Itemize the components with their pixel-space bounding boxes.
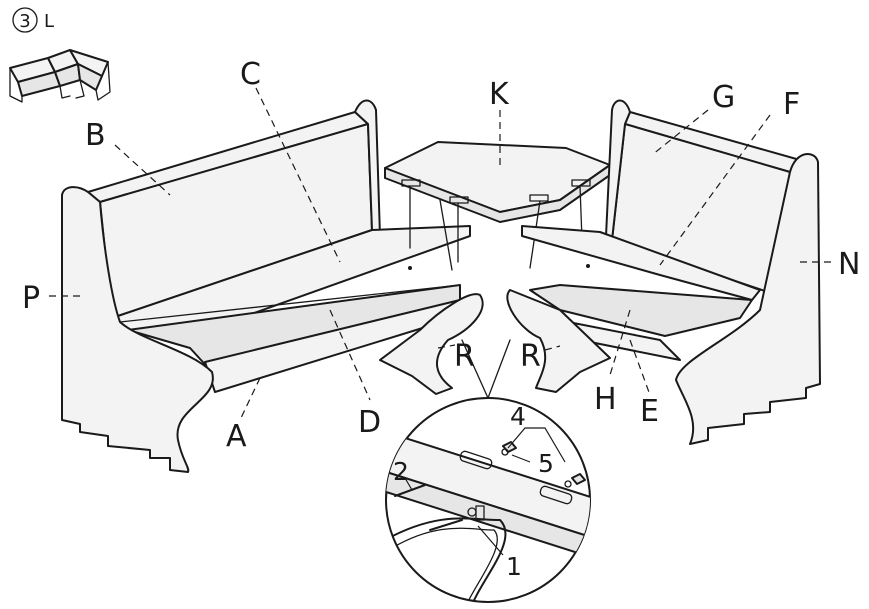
right-leg-panel <box>506 289 611 393</box>
callout-4: 4 <box>510 402 526 431</box>
label-n: N <box>838 247 860 282</box>
label-d: D <box>358 405 381 440</box>
callout-2: 2 <box>393 457 409 486</box>
corner-bench-thumbnail <box>9 49 111 103</box>
label-f: F <box>783 87 800 122</box>
label-r-left: R <box>454 339 475 374</box>
left-side-panel <box>61 186 214 473</box>
label-r-right: R <box>520 339 541 374</box>
callout-1: 1 <box>506 552 522 581</box>
label-leaders <box>48 87 835 421</box>
label-e: E <box>640 394 659 429</box>
step-indicator: 3 L <box>12 7 54 33</box>
detail-pointer-left <box>461 339 489 399</box>
step-number: 3 <box>19 11 30 32</box>
left-leg-panel <box>379 293 484 395</box>
left-bench <box>61 99 484 473</box>
corner-table <box>384 141 611 271</box>
step-circle <box>12 7 38 33</box>
label-b: B <box>85 118 106 153</box>
label-g: G <box>712 80 735 115</box>
callout-5: 5 <box>538 449 554 478</box>
label-a: A <box>226 419 247 454</box>
table-top <box>384 141 611 213</box>
step-suffix: L <box>44 11 54 32</box>
label-p: P <box>22 281 40 316</box>
right-bench <box>506 99 821 445</box>
detail-view: 4 5 2 1 <box>385 397 591 603</box>
label-c: C <box>240 57 261 92</box>
label-k: K <box>489 77 510 112</box>
right-side-panel <box>675 153 821 445</box>
label-h: H <box>594 382 617 417</box>
detail-pointer-right <box>487 339 511 399</box>
